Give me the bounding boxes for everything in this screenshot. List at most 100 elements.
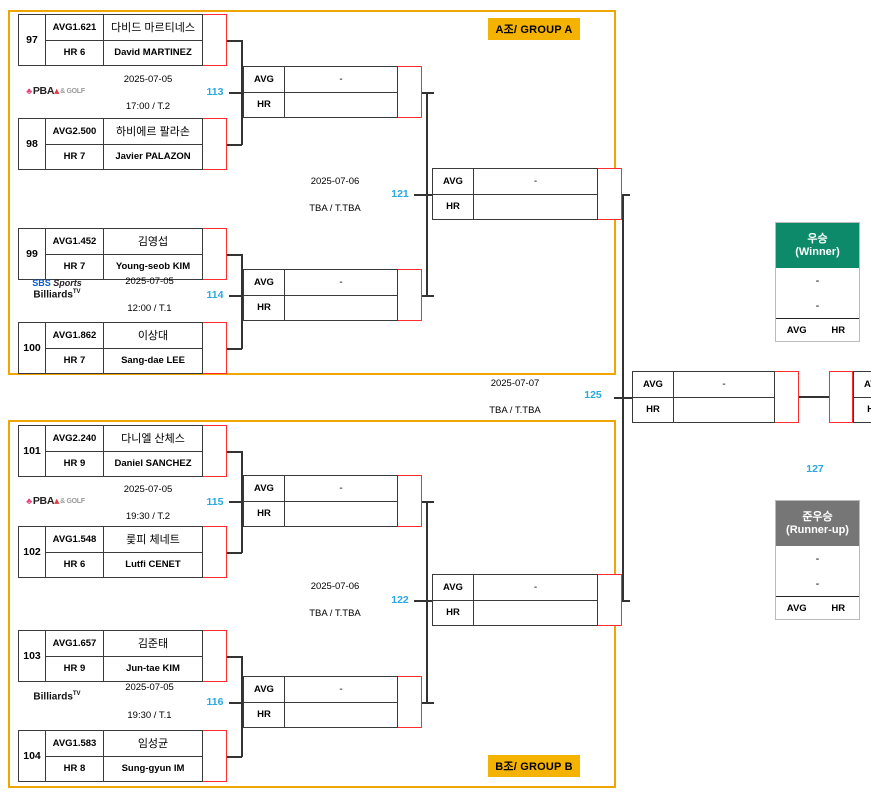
score-box-104[interactable] [203,730,227,782]
match-116-number[interactable]: 116 [206,696,224,708]
result-box-113[interactable]: AVG - HR [243,66,398,118]
winner-footer: AVG HR [776,319,859,341]
player-name-en: Daniel SANCHEZ [114,458,192,470]
player-box-99[interactable]: 99 AVG1.452 김영섭 HR 7 Young-seob KIM [18,228,203,280]
result-box-121[interactable]: AVG - HR [432,168,598,220]
hr-value [674,398,774,423]
score-box-114-result[interactable] [398,269,422,321]
score-box-99[interactable] [203,228,227,280]
result-box-115[interactable]: AVG - HR [243,475,398,527]
score-box-125-result[interactable] [775,371,799,423]
avg-label: AVG [244,270,285,295]
score-box-100[interactable] [203,322,227,374]
result-box-127[interactable]: AVG HR [853,371,871,423]
hr-value [285,296,397,321]
hr-label: HR [244,501,285,526]
player-name-kr: 다비드 마르티네스 [110,22,195,35]
player-box-100[interactable]: 100 AVG1.862 이상대 HR 7 Sang-dae LEE [18,322,203,374]
player-hr: HR 6 [46,40,104,65]
match-115-time: 19:30 / T.2 [125,511,171,522]
seed-number: 98 [19,119,46,169]
player-avg: AVG1.657 [46,631,104,656]
player-name-kr: 임성균 [137,738,169,751]
score-box-98[interactable] [203,118,227,170]
match-113-number[interactable]: 113 [206,86,224,98]
winner-panel: 우승 (Winner) - - AVG HR [775,222,860,342]
player-name-en: David MARTINEZ [114,47,192,59]
pba-triangle-icon: ▴ [54,85,60,97]
result-box-116[interactable]: AVG - HR [243,676,398,728]
match-125-number[interactable]: 125 [584,389,602,401]
player-name-en: Javier PALAZON [115,151,191,163]
runner-up-hr-label: HR [831,602,846,614]
score-box-127-left[interactable] [829,371,853,423]
player-box-104[interactable]: 104 AVG1.583 임성균 HR 8 Sung-gyun IM [18,730,203,782]
player-box-98[interactable]: 98 AVG2.500 하비에르 팔라손 HR 7 Javier PALAZON [18,118,203,170]
player-name-kr: 김준태 [137,638,169,651]
connector-line [614,397,632,399]
match-121-number[interactable]: 121 [391,188,409,200]
runner-up-header: 준우승 (Runner-up) [776,501,859,546]
connector-line [229,702,243,704]
match-113-time: 17:00 / T.2 [125,101,171,112]
connector-line [229,295,243,297]
result-box-122[interactable]: AVG - HR [432,574,598,626]
result-box-125[interactable]: AVG - HR [632,371,775,423]
match-122-date: 2025-07-06 [310,581,360,592]
score-box-115-result[interactable] [398,475,422,527]
pba-suffix: & GOLF [60,497,85,505]
player-hr: HR 7 [46,254,104,279]
player-name-kr: 다니엘 산체스 [121,433,185,446]
player-hr: HR 9 [46,656,104,681]
match-122-time: TBA / T.TBA [309,608,361,619]
runner-up-title-kr: 준우승 [802,510,833,523]
hr-label: HR [633,397,674,422]
score-box-103[interactable] [203,630,227,682]
score-box-113-result[interactable] [398,66,422,118]
winner-title-kr: 우승 [807,232,828,245]
player-name-en: Lutfi CENET [125,559,181,571]
winner-header: 우승 (Winner) [776,223,859,268]
player-box-97[interactable]: 97 AVG1.621 다비드 마르티네스 HR 6 David MARTINE… [18,14,203,66]
match-114-number[interactable]: 114 [206,289,224,301]
score-box-102[interactable] [203,526,227,578]
seed-number: 101 [19,426,46,476]
connector-line [241,254,243,349]
score-box-121-result[interactable] [598,168,622,220]
connector-line [227,254,242,256]
group-b-label: B조/ GROUP B [488,755,580,777]
avg-value: - [339,683,343,695]
pba-wordmark: PBA [32,85,55,97]
score-box-122-result[interactable] [598,574,622,626]
avg-label: AVG [433,169,474,194]
hr-value [474,195,597,220]
avg-value: - [339,276,343,288]
match-127-number[interactable]: 127 [806,463,824,475]
hr-value [285,502,397,527]
sbs-wordmark: SBS [32,278,51,289]
result-box-114[interactable]: AVG - HR [243,269,398,321]
score-box-116-result[interactable] [398,676,422,728]
player-box-101[interactable]: 101 AVG2.240 다니엘 산체스 HR 9 Daniel SANCHEZ [18,425,203,477]
match-121-time: TBA / T.TBA [309,203,361,214]
score-box-97[interactable] [203,14,227,66]
player-box-103[interactable]: 103 AVG1.657 김준태 HR 9 Jun-tae KIM [18,630,203,682]
connector-line [414,600,432,602]
pba-triangle-icon: ▴ [54,495,60,507]
player-hr: HR 8 [46,756,104,781]
hr-value [474,601,597,626]
connector-line [422,501,434,503]
sbs-sports-word: Sports [53,278,82,289]
match-115-number[interactable]: 115 [206,496,224,508]
player-box-102[interactable]: 102 AVG1.548 룿피 체네트 HR 6 Lutfi CENET [18,526,203,578]
player-name-en: Young-seob KIM [115,261,191,273]
hr-label: HR [433,600,474,625]
player-name-kr: 룿피 체네트 [126,534,180,547]
winner-slot-name: - [815,274,820,287]
seed-number: 100 [19,323,46,373]
player-hr: HR 7 [46,144,104,169]
match-122-number[interactable]: 122 [391,594,409,606]
avg-value: - [339,482,343,494]
score-box-101[interactable] [203,425,227,477]
